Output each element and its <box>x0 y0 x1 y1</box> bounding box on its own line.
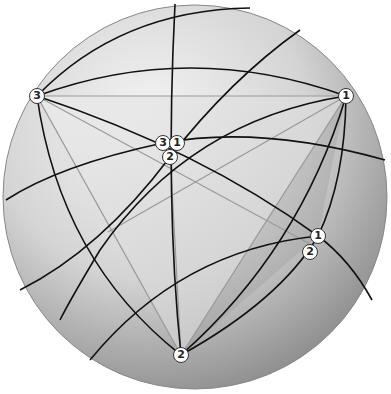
callout-number: 1 <box>310 228 326 244</box>
callout-number: 3 <box>29 88 45 104</box>
sphere <box>3 5 387 389</box>
callout-number: 2 <box>162 149 178 165</box>
callout-number: 1 <box>338 88 354 104</box>
triangle-face <box>37 96 346 355</box>
callout-number: 2 <box>173 347 189 363</box>
callout-number: 2 <box>302 244 318 260</box>
triangle-edges <box>37 96 346 355</box>
great-circles <box>6 4 385 360</box>
